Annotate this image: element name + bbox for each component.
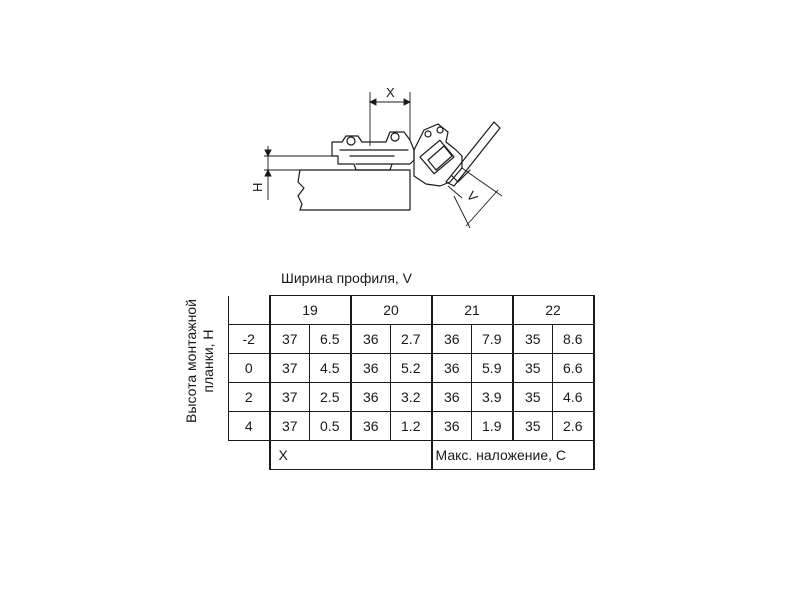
row-height-value: 0 bbox=[228, 353, 270, 383]
overlay-value: 6.5 bbox=[309, 324, 351, 354]
x-value: 36 bbox=[349, 411, 391, 441]
overlay-value: 5.9 bbox=[471, 353, 513, 383]
x-value: 35 bbox=[511, 382, 553, 412]
profile-door bbox=[445, 121, 501, 187]
row-caption-line-2: планки, H bbox=[200, 329, 216, 393]
table-row: 2 37 2.5 36 3.2 36 3.9 35 4.6 bbox=[228, 382, 595, 412]
row-height-value: 4 bbox=[228, 411, 270, 441]
table-title: Ширина профиля, V bbox=[281, 270, 413, 286]
x-value: 37 bbox=[268, 411, 310, 441]
x-value: 36 bbox=[430, 324, 472, 354]
x-value: 35 bbox=[511, 411, 553, 441]
footer-row: X Макс. наложение, C bbox=[229, 440, 595, 470]
hinge-pivot-1 bbox=[424, 130, 432, 138]
overlay-value: 2.5 bbox=[309, 382, 351, 412]
overlay-value: 5.2 bbox=[390, 353, 432, 383]
x-value: 36 bbox=[430, 411, 472, 441]
hinge-pivot-2 bbox=[436, 126, 444, 134]
overlay-value: 3.9 bbox=[471, 382, 513, 412]
profile-width-header: 22 bbox=[511, 295, 595, 325]
row-axis-caption: Высота монтажной планки, H bbox=[183, 271, 223, 451]
table-row: 4 37 0.5 36 1.2 36 1.9 35 2.6 bbox=[228, 411, 595, 441]
x-value: 37 bbox=[268, 382, 310, 412]
overlay-value: 3.2 bbox=[390, 382, 432, 412]
x-value: 36 bbox=[349, 353, 391, 383]
row-height-value: 2 bbox=[228, 382, 270, 412]
screw-hole-right bbox=[390, 132, 400, 142]
cabinet-side-panel bbox=[299, 169, 411, 211]
x-value: 37 bbox=[268, 353, 310, 383]
dim-v-label: V bbox=[464, 188, 481, 205]
x-value: 36 bbox=[430, 382, 472, 412]
profile-width-header: 21 bbox=[430, 295, 513, 325]
hinge-technical-drawing: X H V bbox=[250, 85, 503, 229]
hinge-cup-inner bbox=[419, 139, 455, 175]
dim-x-label: X bbox=[386, 85, 395, 100]
screw-hole-left bbox=[346, 136, 356, 146]
overlay-value: 8.6 bbox=[552, 324, 595, 354]
x-value: 36 bbox=[349, 382, 391, 412]
overlay-value: 6.6 bbox=[552, 353, 595, 383]
row-height-value: -2 bbox=[228, 324, 270, 354]
hinge-cup-inner-2 bbox=[427, 145, 453, 171]
table-row: -2 37 6.5 36 2.7 36 7.9 35 8.6 bbox=[228, 324, 595, 354]
hinge-cup-outline bbox=[413, 123, 463, 187]
header-row: 19 20 21 22 bbox=[228, 295, 595, 325]
hinge-arm-detail bbox=[339, 149, 409, 165]
overlay-value: 2.7 bbox=[390, 324, 432, 354]
corner-cell bbox=[228, 295, 270, 325]
row-caption-line-1: Высота монтажной bbox=[183, 299, 199, 423]
overlay-value: 4.5 bbox=[309, 353, 351, 383]
table-row: 0 37 4.5 36 5.2 36 5.9 35 6.6 bbox=[228, 353, 595, 383]
x-value: 35 bbox=[511, 353, 553, 383]
x-value: 36 bbox=[349, 324, 391, 354]
footer-x-label: X bbox=[268, 440, 432, 470]
overlay-value: 4.6 bbox=[552, 382, 595, 412]
overlay-value: 2.6 bbox=[552, 411, 595, 441]
x-value: 35 bbox=[511, 324, 553, 354]
x-value: 36 bbox=[430, 353, 472, 383]
profile-door-inner bbox=[451, 169, 471, 183]
profile-width-header: 20 bbox=[349, 295, 432, 325]
overlay-value: 1.9 bbox=[471, 411, 513, 441]
overlay-value: 1.2 bbox=[390, 411, 432, 441]
dim-h-label: H bbox=[250, 183, 265, 192]
x-value: 37 bbox=[268, 324, 310, 354]
overlay-value: 7.9 bbox=[471, 324, 513, 354]
panel-break-line bbox=[297, 169, 305, 211]
hinge-overlay-table: 19 20 21 22 -2 37 6.5 36 2.7 36 7.9 35 8… bbox=[228, 295, 595, 470]
overlay-value: 0.5 bbox=[309, 411, 351, 441]
profile-width-header: 19 bbox=[268, 295, 351, 325]
footer-spacer bbox=[229, 441, 270, 470]
hinge-arm-outline bbox=[331, 131, 415, 171]
footer-overlay-label: Макс. наложение, C bbox=[430, 440, 595, 470]
